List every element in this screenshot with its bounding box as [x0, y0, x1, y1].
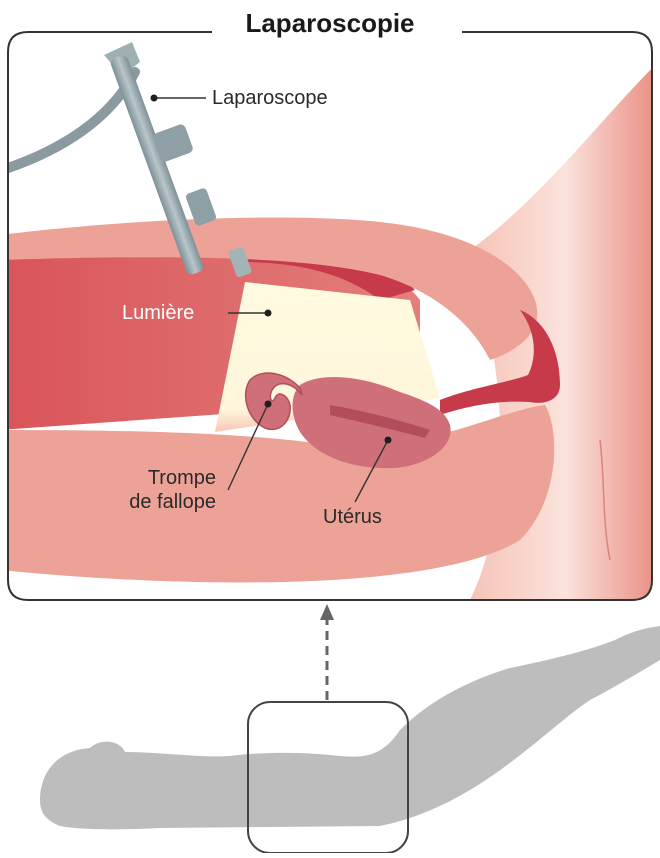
laparoscope-cable [8, 72, 135, 168]
label-laparoscope: Laparoscope [212, 86, 328, 110]
label-trompe-line1: Trompe [96, 466, 216, 490]
body-silhouette [40, 626, 660, 829]
label-uterus: Utérus [323, 505, 382, 529]
skin-lower [0, 405, 554, 582]
zoom-arrow [320, 604, 334, 700]
label-trompe-line2: de fallope [96, 490, 216, 514]
label-lumiere: Lumière [122, 301, 194, 325]
